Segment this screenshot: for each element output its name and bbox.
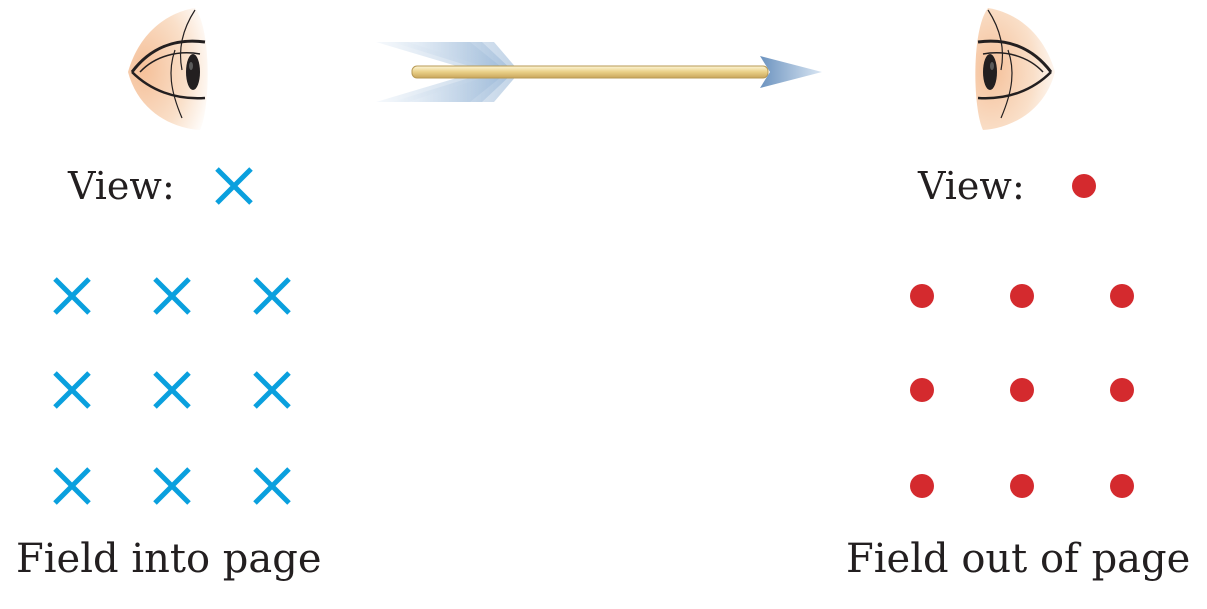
cross-symbol [153,467,191,505]
right-view-label: View: [918,164,1025,208]
cross-symbol [253,277,291,315]
dot-symbol [1110,474,1134,498]
cross-symbol [153,371,191,409]
left-view-label: View: [68,164,175,208]
cross-symbol [153,277,191,315]
cross-symbol [53,467,91,505]
dot-symbol [1010,474,1034,498]
arrow-shaft [411,65,769,79]
cross-grid [53,277,291,505]
dot-symbol [1072,174,1096,198]
arrow-icon [376,42,822,102]
dot-symbol [1110,378,1134,402]
dot-symbol [1010,378,1034,402]
view-dot-symbol [1072,174,1096,198]
dot-symbol [910,378,934,402]
right-eye-icon [975,8,1055,130]
cross-symbol [53,371,91,409]
left-caption: Field into page [16,536,322,582]
arrow-fletching [376,42,518,102]
dot-symbol [1010,284,1034,308]
dot-symbol [910,474,934,498]
dot-symbol [1110,284,1134,308]
view-cross-symbol [215,167,253,205]
cross-symbol [215,167,253,205]
dot-symbol [910,284,934,308]
cross-symbol [253,371,291,409]
left-eye-icon [128,8,208,130]
cross-symbol [53,277,91,315]
arrow-tip [760,56,822,88]
right-caption: Field out of page [846,536,1191,582]
dot-grid [910,284,1134,498]
cross-symbol [253,467,291,505]
